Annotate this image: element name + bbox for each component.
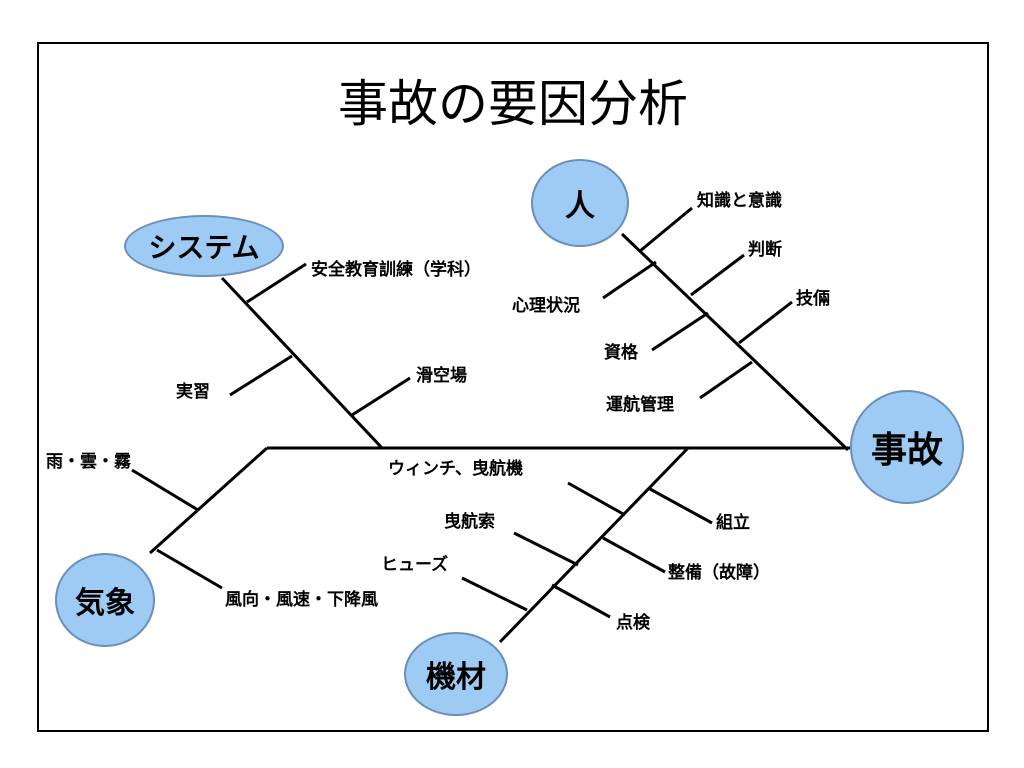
label-fuse: ヒューズ [381, 555, 449, 575]
label-mental-state: 心理状況 [512, 296, 580, 316]
twig-tow-rope [513, 531, 579, 567]
twig-judgement [690, 253, 745, 297]
twig-fuse [461, 576, 528, 612]
label-operations: 運航管理 [606, 395, 674, 415]
twig-maintenance [602, 536, 666, 574]
bone-weather [148, 446, 269, 555]
node-system: システム [124, 215, 284, 277]
label-knowledge: 知識と意識 [697, 191, 782, 211]
label-inspection: 点検 [616, 613, 650, 633]
label-safety-training: 安全教育訓練（学科） [311, 260, 481, 280]
label-winch: ウィンチ、曳航機 [388, 459, 523, 479]
twig-wind [156, 548, 223, 590]
twig-assembly [649, 487, 713, 525]
node-human: 人 [531, 159, 629, 247]
label-maintenance: 整備（故障） [668, 563, 770, 583]
twig-glider-field [351, 376, 411, 417]
twig-knowledge [639, 206, 693, 253]
page-title: 事故の要因分析 [338, 75, 688, 133]
label-judgement: 判断 [748, 240, 782, 260]
twig-rain-cloud-fog [131, 468, 199, 512]
bone-system [220, 276, 384, 450]
label-assembly: 組立 [716, 513, 750, 533]
twig-skill [738, 300, 793, 345]
label-glider-field: 滑空場 [416, 366, 467, 386]
twig-inspection [551, 583, 611, 619]
label-skill: 技倆 [796, 289, 830, 309]
label-wind: 風向・風速・下降風 [225, 590, 378, 610]
label-qualification: 資格 [604, 343, 638, 363]
label-rain-cloud-fog: 雨・雲・霧 [46, 452, 131, 472]
node-equipment: 機材 [404, 632, 508, 716]
twig-winch [567, 481, 626, 517]
slide-frame: 事故の要因分析 [37, 42, 989, 732]
label-tow-rope: 曳航索 [444, 512, 495, 532]
twig-mental-state [602, 260, 657, 300]
twig-operations [699, 360, 753, 400]
twig-qualification [651, 311, 709, 352]
bone-equipment [498, 446, 690, 644]
bone-human [620, 232, 850, 452]
node-weather: 気象 [55, 553, 155, 647]
label-practice: 実習 [176, 382, 210, 402]
node-accident: 事故 [850, 390, 964, 504]
twig-practice [229, 354, 293, 397]
twig-safety-training [246, 262, 307, 304]
